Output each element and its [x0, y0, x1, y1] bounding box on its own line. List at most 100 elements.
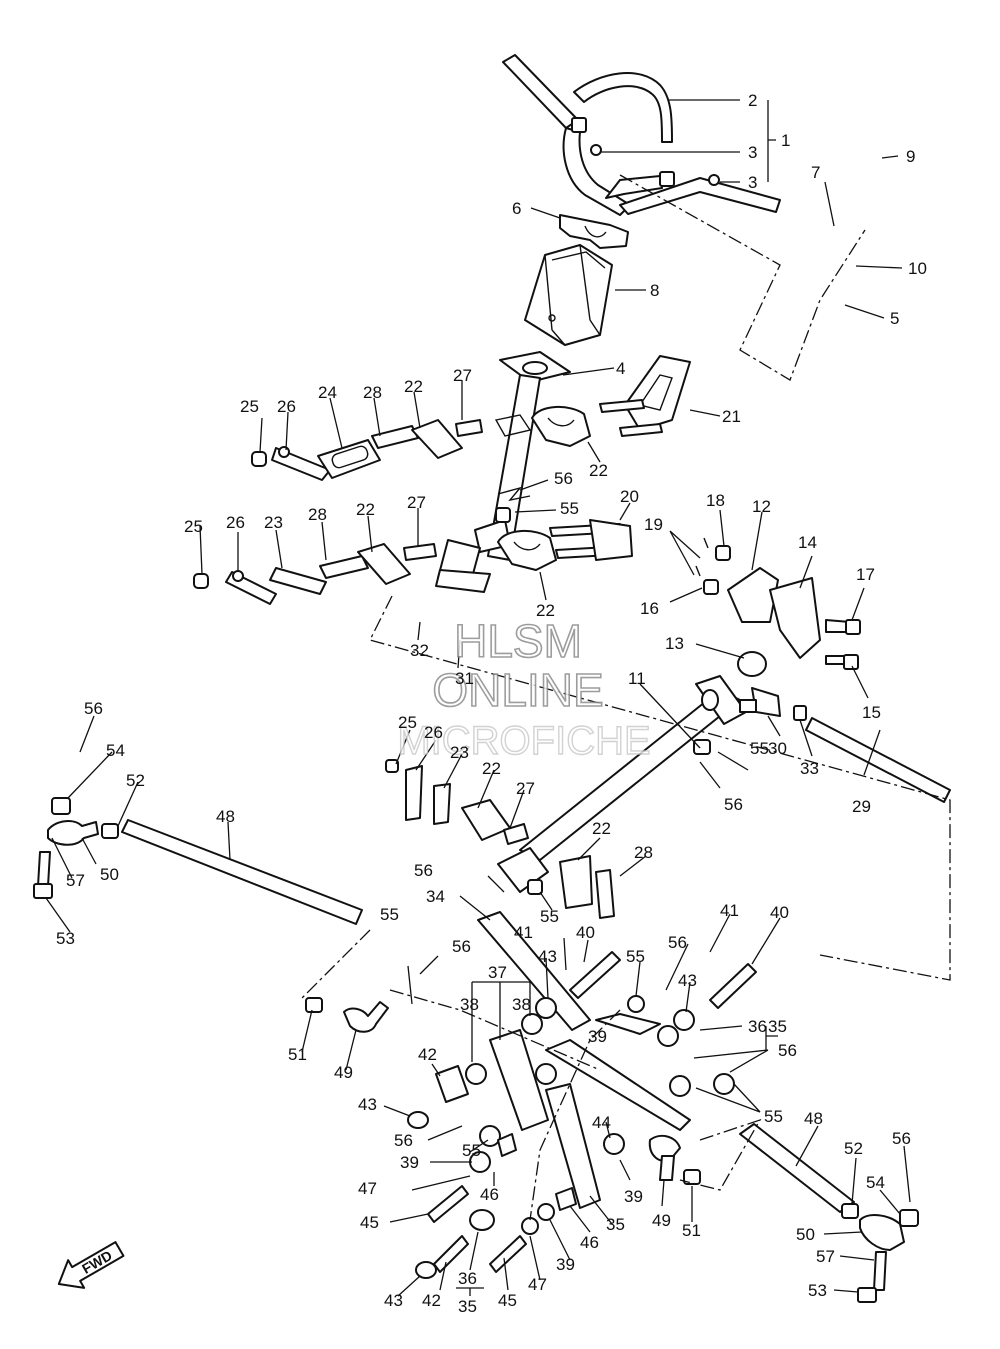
label-56-a: 56 — [554, 469, 573, 488]
label-22-b: 22 — [589, 461, 608, 480]
label-49-b: 49 — [652, 1211, 671, 1230]
label-2: 2 — [748, 91, 757, 110]
label-56-e: 56 — [668, 933, 687, 952]
label-56-c: 56 — [724, 795, 743, 814]
label-28-b: 28 — [308, 505, 327, 524]
label-55-d: 55 — [380, 905, 399, 924]
handlebar-holder-upper — [559, 214, 629, 249]
label-41-b: 41 — [514, 923, 533, 942]
label-35-a: 35 — [768, 1017, 787, 1036]
right-lower-tie-rod — [739, 1123, 919, 1303]
label-56-d: 56 — [414, 861, 433, 880]
label-45-b: 45 — [498, 1291, 517, 1310]
label-52-a: 52 — [126, 771, 145, 790]
label-34: 34 — [426, 887, 445, 906]
label-12: 12 — [752, 497, 771, 516]
label-25-b: 25 — [184, 517, 203, 536]
label-10: 10 — [908, 259, 927, 278]
label-53-a: 53 — [56, 929, 75, 948]
drag-link-end-left — [305, 997, 389, 1033]
label-47-b: 47 — [528, 1275, 547, 1294]
column-clip — [495, 486, 531, 523]
label-55-c: 55 — [540, 907, 559, 926]
label-56-b: 56 — [84, 699, 103, 718]
label-57-b: 57 — [816, 1247, 835, 1266]
label-55-e: 55 — [626, 947, 645, 966]
label-28-a: 28 — [363, 383, 382, 402]
middle-link-set — [193, 543, 437, 605]
upper-link-set — [251, 419, 483, 481]
label-26-a: 26 — [277, 397, 296, 416]
idler-hardware — [465, 951, 757, 1097]
label-54-a: 54 — [106, 741, 125, 760]
label-4: 4 — [616, 359, 625, 378]
label-51-b: 51 — [682, 1221, 701, 1240]
label-30: 30 — [768, 739, 787, 758]
label-55-g: 55 — [462, 1141, 481, 1160]
label-6: 6 — [512, 199, 521, 218]
label-26-b: 26 — [226, 513, 245, 532]
label-32: 32 — [410, 641, 429, 660]
label-28-c: 28 — [634, 843, 653, 862]
label-48-a: 48 — [216, 807, 235, 826]
label-55-f: 55 — [764, 1107, 783, 1126]
label-22-c: 22 — [356, 500, 375, 519]
label-27-c: 27 — [516, 779, 535, 798]
label-43-c: 43 — [358, 1095, 377, 1114]
label-52-b: 52 — [844, 1139, 863, 1158]
label-22-d: 22 — [536, 601, 555, 620]
label-8: 8 — [650, 281, 659, 300]
label-47-a: 47 — [358, 1179, 377, 1198]
label-3-a: 3 — [748, 143, 757, 162]
right-tie-rod — [693, 687, 951, 803]
label-22-a: 22 — [404, 377, 423, 396]
label-46-b: 46 — [580, 1233, 599, 1252]
label-15: 15 — [862, 703, 881, 722]
label-56-g: 56 — [778, 1041, 797, 1060]
label-23-a: 23 — [264, 513, 283, 532]
label-31: 31 — [455, 669, 474, 688]
label-37: 37 — [488, 963, 507, 982]
fwd-direction-arrow: FWD — [57, 1241, 125, 1289]
label-16: 16 — [640, 599, 659, 618]
label-39-a: 39 — [588, 1027, 607, 1046]
label-25-c: 25 — [398, 713, 417, 732]
label-51-a: 51 — [288, 1045, 307, 1064]
handlebar — [502, 54, 781, 216]
label-42-b: 42 — [422, 1291, 441, 1310]
label-48-b: 48 — [804, 1109, 823, 1128]
label-19: 19 — [644, 515, 663, 534]
label-21: 21 — [722, 407, 741, 426]
label-36-b: 36 — [458, 1269, 477, 1288]
label-22-f: 22 — [592, 819, 611, 838]
idler-arm — [477, 911, 691, 1209]
watermark-line-1: HLSM — [454, 615, 582, 667]
watermark: HLSM ONLINE MICROFICHE — [397, 614, 652, 764]
label-41-a: 41 — [720, 901, 739, 920]
label-54-b: 54 — [866, 1173, 885, 1192]
label-9: 9 — [906, 147, 915, 166]
label-56-f: 56 — [452, 937, 471, 956]
column-clamp-upper — [531, 406, 591, 447]
left-tie-rod — [33, 797, 363, 925]
column-bracket — [599, 355, 691, 437]
leader-lines — [45, 99, 911, 1297]
label-50-b: 50 — [796, 1225, 815, 1244]
pivot-bracket — [695, 537, 861, 670]
center-lines — [299, 174, 951, 1221]
drag-link-end-right — [648, 1134, 701, 1185]
label-43-d: 43 — [384, 1291, 403, 1310]
label-43-a: 43 — [538, 947, 557, 966]
label-38-b: 38 — [512, 995, 531, 1014]
label-39-b: 39 — [400, 1153, 419, 1172]
label-50-a: 50 — [100, 865, 119, 884]
label-38-a: 38 — [460, 995, 479, 1014]
label-33: 33 — [800, 759, 819, 778]
label-57-a: 57 — [66, 871, 85, 890]
bushing — [737, 651, 767, 677]
label-5: 5 — [890, 309, 899, 328]
label-46-a: 46 — [480, 1185, 499, 1204]
watermark-line-3: MICROFICHE — [397, 719, 650, 763]
label-25-a: 25 — [240, 397, 259, 416]
